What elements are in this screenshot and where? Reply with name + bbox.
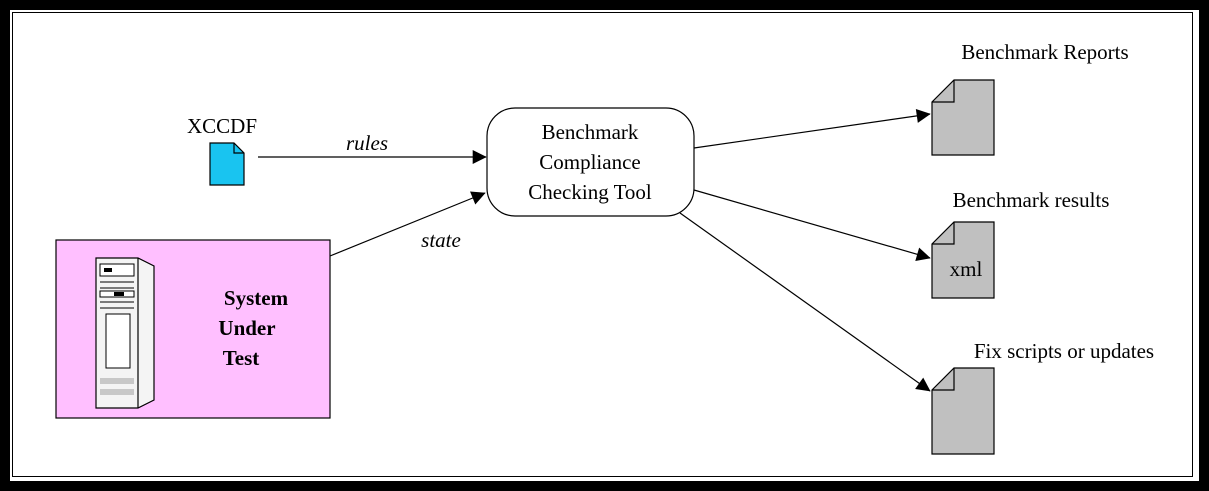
state-arrow xyxy=(329,191,486,257)
fix-document-icon xyxy=(931,367,995,455)
fix-arrow xyxy=(679,212,931,392)
results-arrow xyxy=(693,189,931,262)
compliance-tool-box xyxy=(486,107,695,217)
rules-label: rules xyxy=(346,131,388,155)
diagram-inner-border xyxy=(12,12,1193,477)
fix-label: Fix scripts or updates xyxy=(974,339,1154,363)
tool-line-2: Compliance xyxy=(539,150,640,174)
sut-line-2: Under xyxy=(218,316,275,340)
results-fold xyxy=(932,222,955,245)
reports-label: Benchmark Reports xyxy=(961,40,1128,64)
results-document-icon xyxy=(931,221,995,299)
sut-line-3: Test xyxy=(223,346,260,370)
reports-fold xyxy=(932,80,955,103)
fix-fold xyxy=(932,368,955,391)
xccdf-document-icon xyxy=(209,142,245,186)
xccdf-fold xyxy=(233,143,244,154)
sut-line-1: System xyxy=(224,286,289,310)
reports-arrow xyxy=(693,108,931,149)
results-document-text: xml xyxy=(950,257,983,281)
state-label: state xyxy=(421,228,461,252)
tool-line-3: Checking Tool xyxy=(528,180,652,204)
xccdf-label: XCCDF xyxy=(187,114,257,138)
tool-line-1: Benchmark xyxy=(542,120,639,144)
results-label: Benchmark results xyxy=(953,188,1110,212)
reports-document-icon xyxy=(931,79,995,156)
server-icon xyxy=(95,257,155,409)
